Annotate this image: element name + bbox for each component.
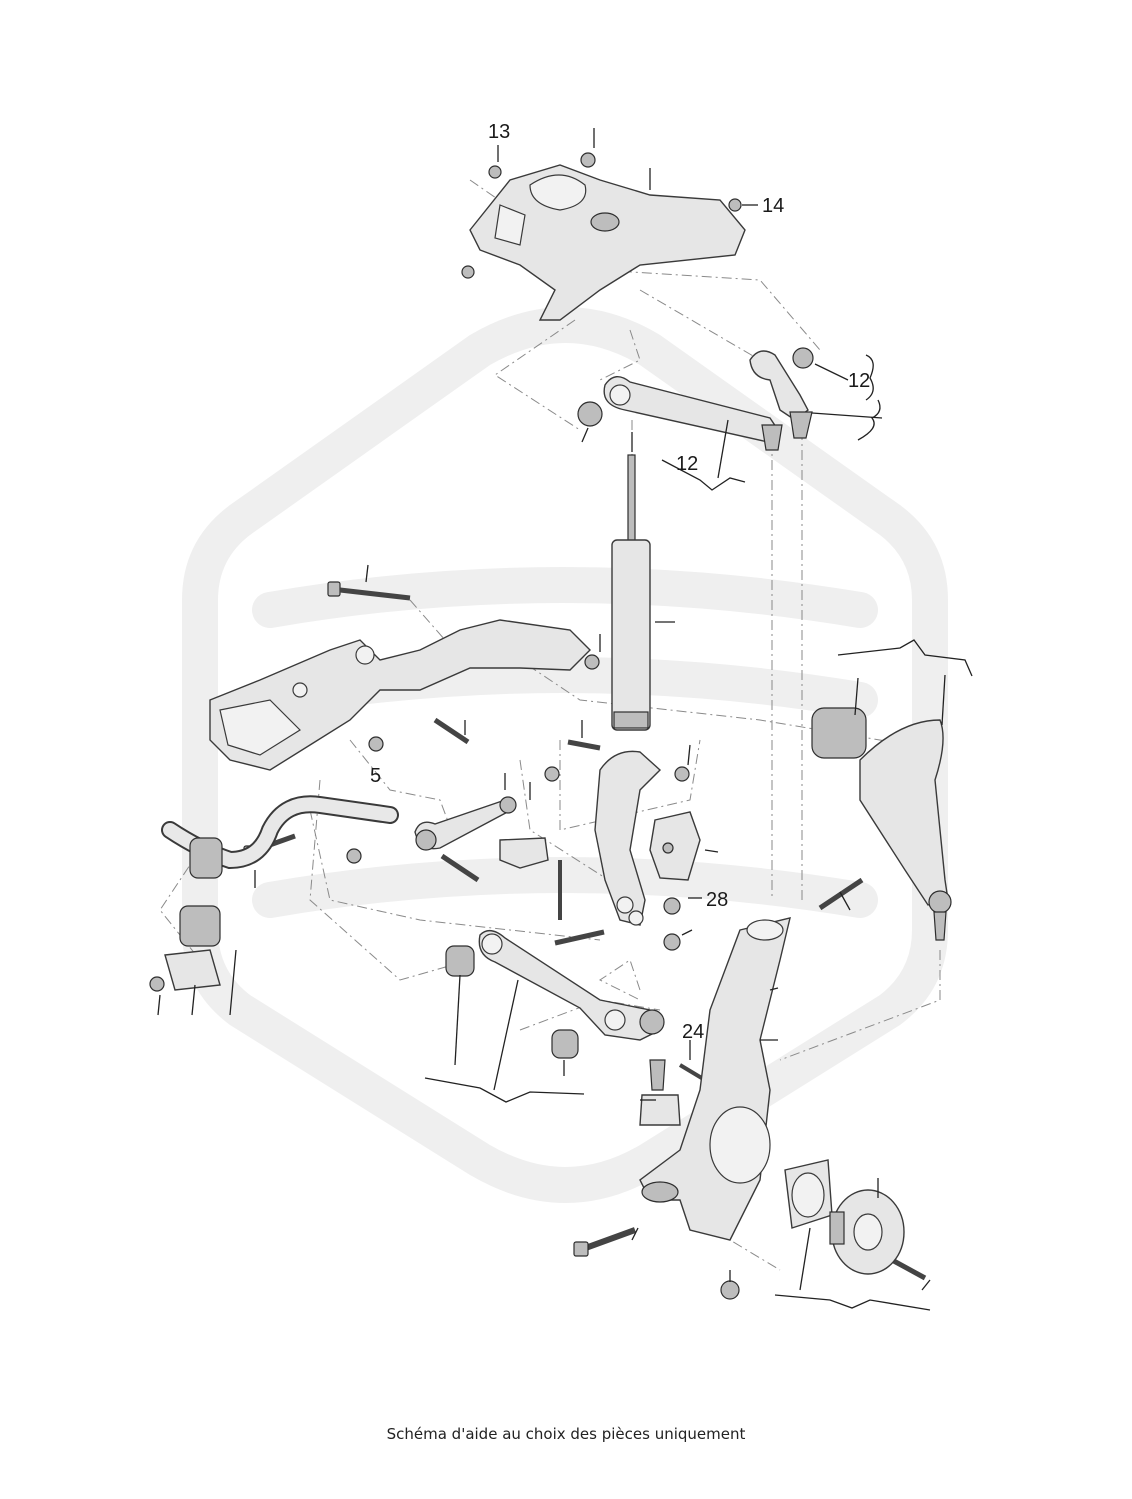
- steering-knuckle: [639, 917, 791, 1241]
- bolt-center-1: [433, 717, 601, 883]
- leader-lines: [157, 128, 973, 1311]
- bracket-plate: [649, 811, 701, 881]
- bolt-crossmember: [327, 564, 411, 601]
- ball-joint: [639, 1059, 681, 1126]
- bushing-upper: [577, 401, 603, 427]
- callout-28: 28: [706, 889, 728, 911]
- lower-control-arm: [445, 930, 665, 1059]
- callout-5: 5: [370, 765, 381, 787]
- strut-fork: [594, 750, 662, 926]
- bolt-knuckle-upper: [554, 877, 927, 1281]
- callout-12-upper-front: 12: [676, 453, 698, 475]
- upper-wishbone-rear: [749, 347, 814, 439]
- rear-upper-arm: [811, 707, 952, 941]
- upper-wishbone-front: [603, 376, 783, 451]
- diagram-caption: Schéma d'aide au choix des pièces unique…: [386, 1425, 746, 1443]
- stabilizer-bar: [161, 795, 399, 991]
- callout-12-upper-rear: 12: [848, 370, 870, 392]
- wheel-hub: [829, 1189, 905, 1275]
- wheel-bearing: [784, 1159, 833, 1229]
- callout-13: 13: [488, 121, 510, 143]
- callout-14: 14: [762, 195, 784, 217]
- front-crossmember: [209, 619, 591, 771]
- stabilizer-link: [414, 796, 562, 920]
- shock-absorber: [611, 454, 675, 731]
- callout-24: 24: [682, 1021, 704, 1043]
- subframe-carrier: [469, 164, 746, 321]
